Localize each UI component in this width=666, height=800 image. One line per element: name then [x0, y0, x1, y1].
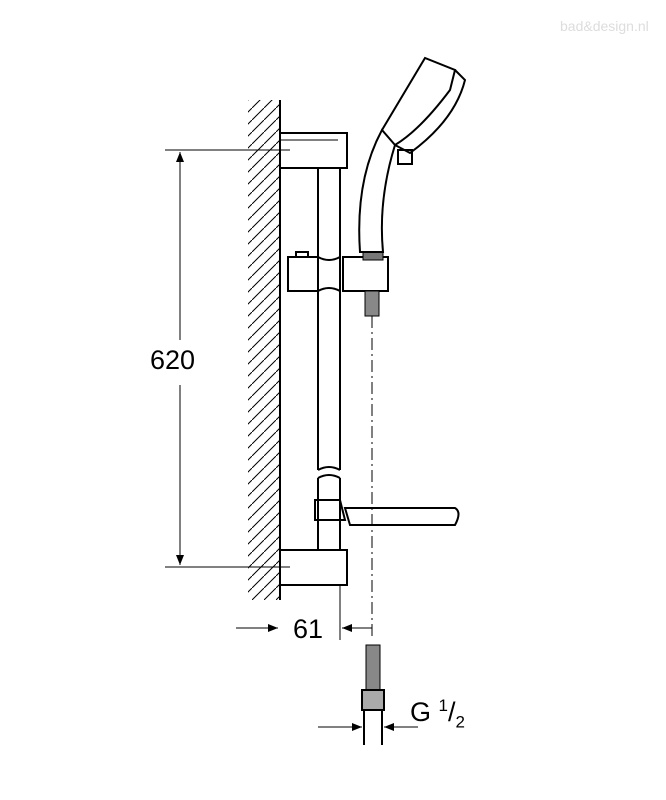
thread-num: 1	[438, 696, 448, 715]
thread-letter: G	[410, 697, 432, 727]
height-dimension	[165, 149, 290, 568]
hose	[364, 290, 380, 640]
slider	[287, 251, 389, 293]
rail	[317, 168, 341, 550]
thread-label: G 1/2	[410, 696, 465, 732]
soap-dish	[314, 499, 460, 526]
thread-den: 2	[455, 712, 465, 732]
depth-label: 61	[293, 614, 324, 644]
bottom-bracket	[279, 549, 348, 586]
depth-dimension	[236, 585, 372, 640]
watermark: bad&design.nl	[560, 18, 649, 34]
connection-fitting	[318, 644, 418, 745]
wall-hatching	[248, 100, 281, 600]
height-label: 620	[150, 345, 196, 375]
top-bracket	[279, 132, 348, 169]
hand-shower	[358, 56, 467, 253]
